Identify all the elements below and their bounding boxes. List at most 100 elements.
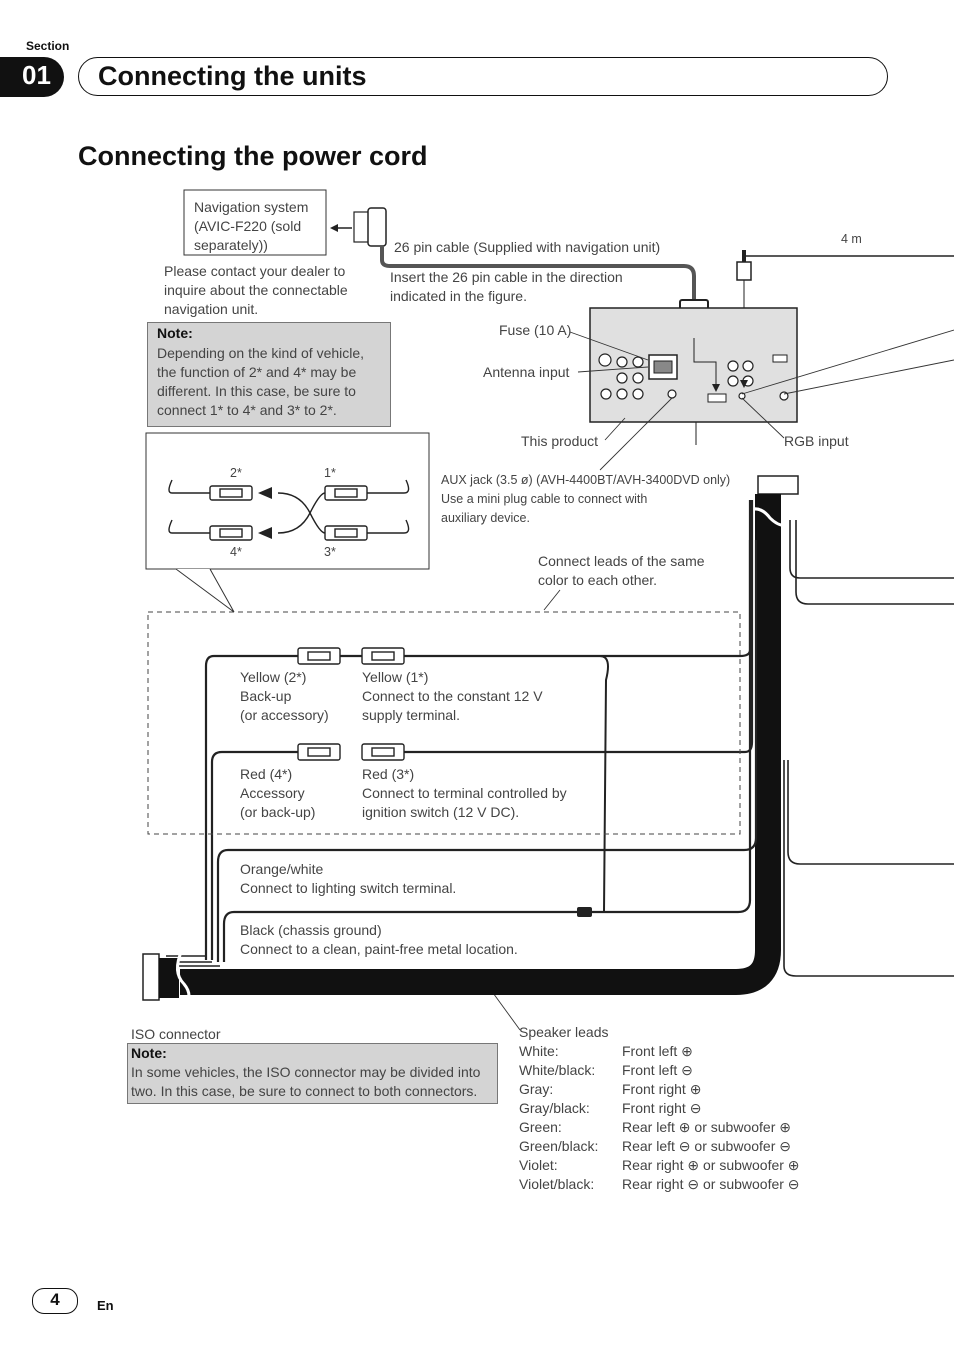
lead-red4-d2: (or back-up) — [240, 804, 316, 820]
speaker-row: Green/black: Rear left ⊖ or subwoofer ⊖ — [519, 1137, 819, 1156]
nav-arrow-head — [330, 224, 338, 232]
26pin-port — [707, 393, 727, 403]
lead-black-d1: Connect to a clean, paint-free metal loc… — [240, 941, 518, 957]
aux-jack-line2: Use a mini plug cable to connect with — [441, 492, 648, 506]
antenna-socket-inner — [653, 360, 673, 374]
speaker-desc: Front right ⊕ — [622, 1081, 702, 1097]
connector-label-1: 1* — [324, 466, 336, 480]
lead-yellow2-d2: (or accessory) — [240, 707, 329, 723]
rgb-input-label: RGB input — [784, 433, 849, 449]
mini-plug-body — [736, 261, 752, 281]
nav-system-label: Navigation system (AVIC-F220 (sold separ… — [194, 199, 309, 253]
lead-connectors — [297, 647, 405, 761]
speaker-row: Violet/black: Rear right ⊖ or subwoofer … — [519, 1175, 819, 1194]
speaker-color: Green/black: — [519, 1138, 599, 1154]
speaker-desc: Rear right ⊖ or subwoofer ⊖ — [622, 1176, 800, 1192]
26pin-insert-arrow — [712, 384, 720, 392]
lead-red4-d1: Accessory — [240, 785, 305, 801]
lead-red3-d1: Connect to terminal controlled by — [362, 785, 567, 801]
speaker-desc: Front left ⊕ — [622, 1043, 693, 1059]
iso-break — [176, 949, 191, 1009]
this-product-label: This product — [521, 433, 599, 449]
26pin-insert-line — [693, 338, 717, 388]
cable-26pin-label: 26 pin cable (Supplied with navigation u… — [394, 239, 661, 255]
section-label: Section — [26, 39, 70, 53]
iso-connector-body — [159, 958, 179, 998]
lead-orange-d1: Connect to lighting switch terminal. — [240, 880, 457, 896]
nav-connector-plug — [367, 207, 387, 247]
speaker-color: Gray/black: — [519, 1100, 590, 1116]
small-port — [772, 354, 788, 363]
nav-contact-note: Please contact your dealer to inquire ab… — [164, 263, 348, 317]
cable-26pin — [380, 246, 696, 300]
lead-orange-name: Orange/white — [240, 861, 324, 877]
note-1-body: Depending on the kind of vehicle, the fu… — [157, 345, 365, 418]
speaker-color: Violet: — [519, 1157, 558, 1173]
lead-orange — [216, 540, 758, 962]
detail-wires — [168, 479, 410, 534]
rgb-insert-arrow — [740, 380, 748, 388]
lead-yellow2-d1: Back-up — [240, 688, 292, 704]
note-2-body: In some vehicles, the ISO connector may … — [131, 1064, 481, 1099]
speaker-desc: Front left ⊖ — [622, 1062, 693, 1078]
speaker-color: Gray: — [519, 1081, 554, 1097]
harness-lead-d — [783, 760, 954, 977]
detail-box — [145, 432, 430, 570]
lead-red3-d2: ignition switch (12 V DC). — [362, 804, 520, 820]
fuse-label: Fuse (10 A) — [499, 322, 572, 338]
speaker-desc: Rear left ⊕ or subwoofer ⊕ — [622, 1119, 791, 1135]
speaker-row: Violet: Rear right ⊕ or subwoofer ⊕ — [519, 1156, 819, 1175]
lead-red4-name: Red (4*) — [240, 766, 293, 782]
lead-black-name: Black (chassis ground) — [240, 922, 382, 938]
speaker-color: White/black: — [519, 1062, 596, 1078]
lead-yellow-2-left — [204, 654, 298, 960]
speaker-desc: Rear left ⊖ or subwoofer ⊖ — [622, 1138, 791, 1154]
lead-yellow1-d1: Connect to the constant 12 V — [362, 688, 543, 704]
note-box-2 — [127, 1043, 498, 1104]
connector-label-3: 3* — [324, 545, 336, 559]
section-number-badge — [0, 57, 64, 97]
nav-system-box — [183, 189, 327, 256]
lead-black — [222, 540, 752, 962]
detail-arrow-1 — [258, 487, 272, 499]
lead-yellow1-d2: supply terminal. — [362, 707, 461, 723]
connect-same-color-label: Connect leads of the same color to each … — [538, 553, 705, 588]
lead-orange-clip — [577, 907, 592, 917]
speaker-row: Gray: Front right ⊕ — [519, 1080, 819, 1099]
speaker-color: Violet/black: — [519, 1176, 595, 1192]
aux-jack-line3: auxiliary device. — [441, 511, 530, 525]
speaker-row: Gray/black: Front right ⊖ — [519, 1099, 819, 1118]
language-label: En — [97, 1298, 114, 1313]
harness-plug — [757, 475, 799, 495]
lead-red-1 — [404, 655, 609, 913]
detail-arrow-2 — [258, 527, 272, 539]
note-2-title: Note: — [131, 1045, 167, 1061]
lead-red3-name: Red (3*) — [362, 766, 415, 782]
detail-connectors — [209, 485, 368, 541]
connector-label-4: 4* — [230, 545, 242, 559]
detail-pointer — [175, 568, 235, 613]
speaker-row: Green: Rear left ⊕ or subwoofer ⊕ — [519, 1118, 819, 1137]
section-number: 01 — [22, 60, 51, 90]
chapter-title: Connecting the units — [98, 61, 367, 91]
harness-bundle — [180, 494, 781, 995]
speaker-desc: Front right ⊖ — [622, 1100, 702, 1116]
lead-yellow2-name: Yellow (2*) — [240, 669, 307, 685]
harness-lead-b — [795, 520, 954, 605]
connector-label-2: 2* — [230, 466, 242, 480]
note-1-title: Note: — [157, 325, 193, 341]
speaker-row: White: Front left ⊕ — [519, 1042, 819, 1061]
page-number-frame — [32, 1288, 78, 1314]
insert-note: Insert the 26 pin cable in the direction… — [390, 269, 623, 304]
speaker-leads-table: White: Front left ⊕ White/black: Front l… — [519, 1042, 819, 1194]
page-number: 4 — [50, 1290, 60, 1309]
speaker-color: White: — [519, 1043, 559, 1059]
speaker-row: White/black: Front left ⊖ — [519, 1061, 819, 1080]
lead-red-4 — [210, 750, 298, 960]
chapter-title-frame — [78, 57, 888, 96]
iso-connector-label: ISO connector — [131, 1026, 221, 1042]
harness-lead-a — [789, 520, 954, 579]
connect-area — [147, 611, 741, 835]
iso-connector — [142, 953, 160, 1001]
